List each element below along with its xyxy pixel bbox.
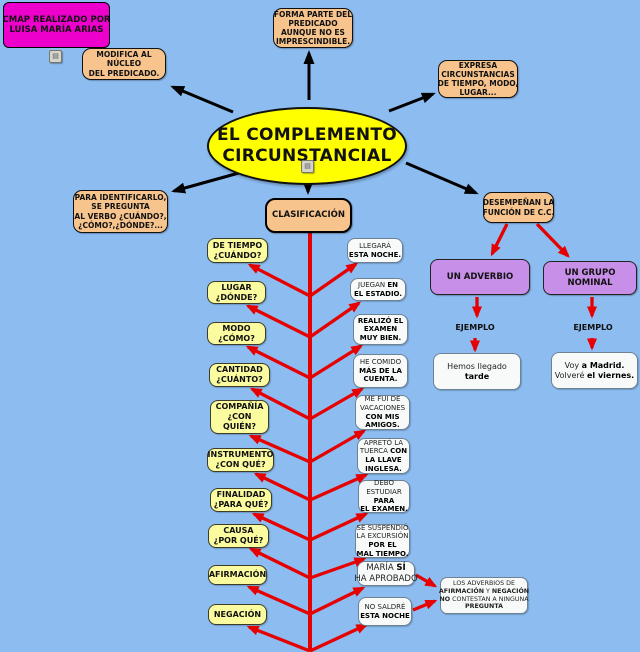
category-node[interactable]: FINALIDAD¿PARA QUÉ? <box>210 488 272 512</box>
ejemplo-grupo-node[interactable]: Voy a Madrid.Volveré el viernes. <box>551 352 638 389</box>
category-node[interactable]: LUGAR¿DÓNDE? <box>207 281 266 304</box>
resource-link-icon[interactable]: ▤ <box>301 160 314 173</box>
category-node[interactable]: CANTIDAD¿CUÁNTO? <box>209 363 270 387</box>
category-node[interactable]: NEGACIÓN <box>208 604 267 625</box>
category-node[interactable]: INSTRUMENTO¿CON QUÉ? <box>207 448 274 472</box>
clasificacion-node[interactable]: CLASIFICACIÓN <box>265 198 352 233</box>
category-node[interactable]: DE TIEMPO¿CUÁNDO? <box>207 238 268 263</box>
resource-link-icon[interactable]: ▤ <box>49 50 62 63</box>
category-node[interactable]: CAUSA¿POR QUÉ? <box>208 524 269 548</box>
category-node[interactable]: AFIRMACIÓN <box>208 565 267 585</box>
ejemplo-label-adverbio: EJEMPLO <box>455 322 495 332</box>
adverbio-node[interactable]: UN ADVERBIO <box>430 259 530 295</box>
adverbio-label: UN ADVERBIO <box>446 271 514 282</box>
red-connectors <box>245 222 597 652</box>
clasificacion-label: CLASIFICACIÓN <box>271 210 346 221</box>
category-node[interactable]: MODO¿CÓMO? <box>207 322 266 345</box>
ejemplo-label-grupo: EJEMPLO <box>573 322 613 332</box>
